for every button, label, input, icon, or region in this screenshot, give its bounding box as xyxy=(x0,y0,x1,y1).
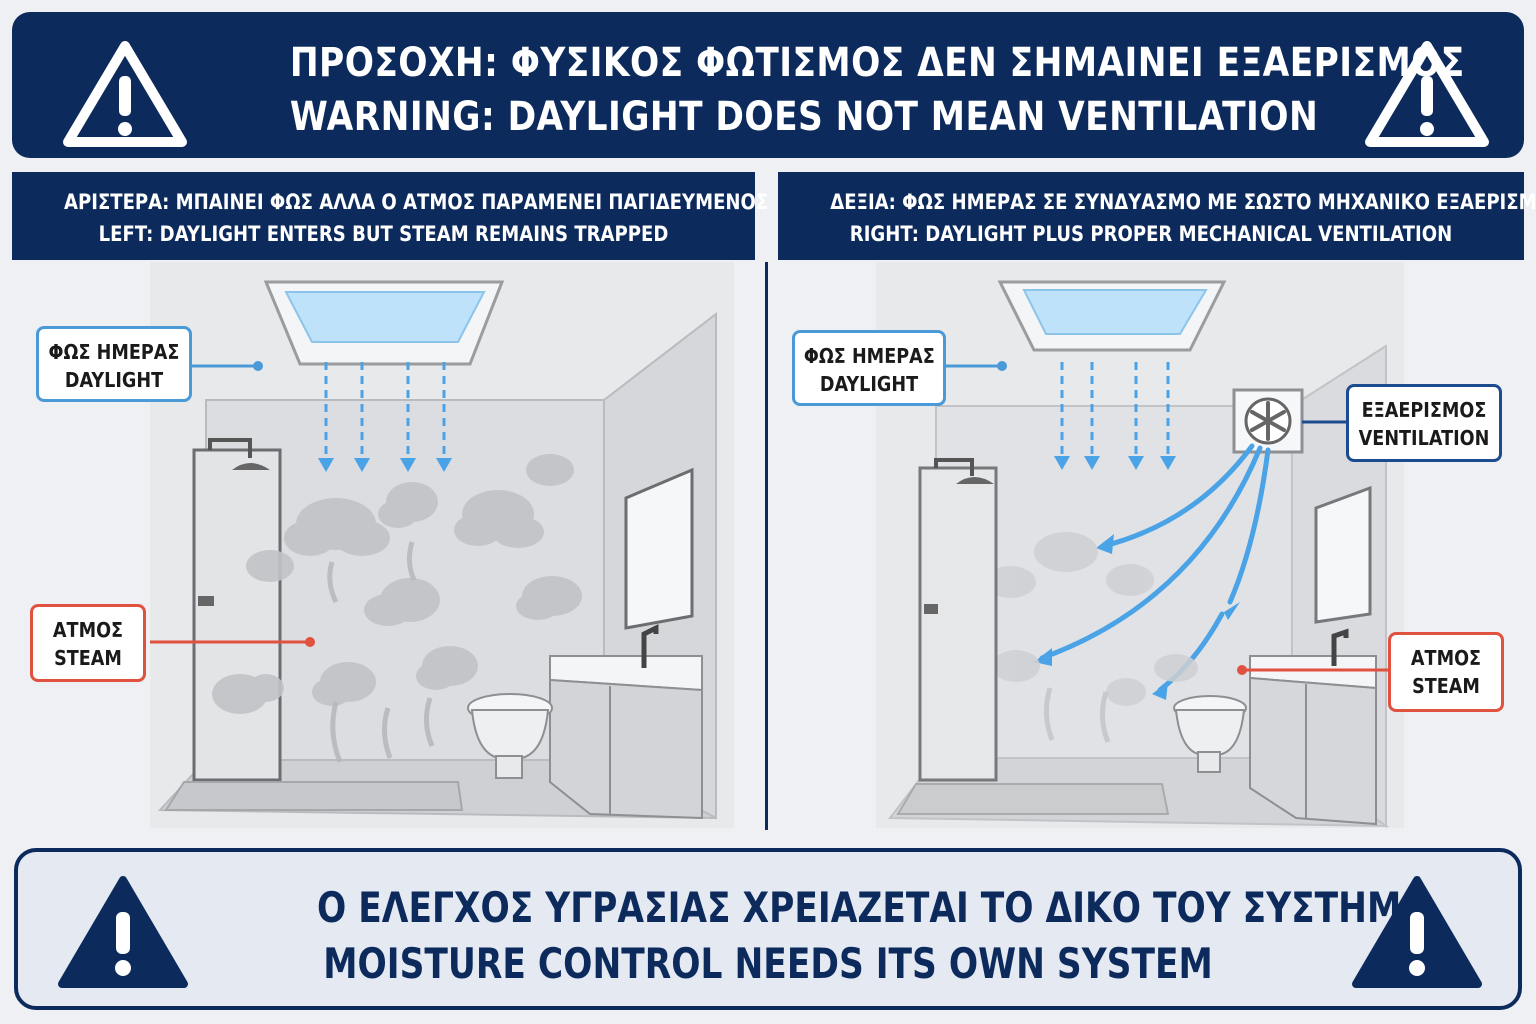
top-warning-banner: ΠΡΟΣΟΧΗ: ΦΥΣΙΚΟΣ ΦΩΤΙΣΜΟΣ ΔΕΝ ΣΗΜΑΙΝΕΙ Ε… xyxy=(12,12,1524,158)
bottom-title-greek: Ο ΕΛΕΓΧΟΣ ΥΓΡΑΣΙΑΣ ΧΡΕΙΑΖΕΤΑΙ ΤΟ ΔΙΚΟ ΤΟ… xyxy=(317,883,1428,932)
left-steam-greek: ΑΤΜΟΣ xyxy=(52,618,124,642)
right-daylight-greek: ΦΩΣ ΗΜΕΡΑΣ xyxy=(803,344,935,368)
top-title-greek: ΠΡΟΣΟΧΗ: ΦΥΣΙΚΟΣ ΦΩΤΙΣΜΟΣ ΔΕΝ ΣΗΜΑΙΝΕΙ Ε… xyxy=(289,40,1465,86)
right-heading-english: RIGHT: DAYLIGHT PLUS PROPER MECHANICAL V… xyxy=(849,222,1453,246)
top-title: ΠΡΟΣΟΧΗ: ΦΥΣΙΚΟΣ ΦΩΤΙΣΜΟΣ ΔΕΝ ΣΗΜΑΙΝΕΙ Ε… xyxy=(212,36,1465,144)
right-steam-greek: ΑΤΜΟΣ xyxy=(1410,646,1482,670)
left-bathroom-scene xyxy=(150,262,734,828)
left-daylight-greek: ΦΩΣ ΗΜΕΡΑΣ xyxy=(48,340,180,364)
exhaust-fan-icon xyxy=(1232,388,1304,454)
warning-triangle-icon xyxy=(1362,38,1492,152)
left-steam-english: STEAM xyxy=(54,646,122,670)
warning-triangle-icon xyxy=(58,874,188,990)
left-daylight-english: DAYLIGHT xyxy=(64,368,164,392)
panel-divider xyxy=(765,262,768,830)
right-steam-english: STEAM xyxy=(1412,674,1480,698)
right-daylight-callout: ΦΩΣ ΗΜΕΡΑΣ DAYLIGHT xyxy=(792,330,946,406)
top-title-english: WARNING: DAYLIGHT DOES NOT MEAN VENTILAT… xyxy=(289,94,1319,140)
left-daylight-callout: ΦΩΣ ΗΜΕΡΑΣ DAYLIGHT xyxy=(36,326,192,402)
right-heading-greek: ΔΕΞΙΑ: ΦΩΣ ΗΜΕΡΑΣ ΣΕ ΣΥΝΔΥΑΣΜΟ ΜΕ ΣΩΣΤΟ … xyxy=(830,190,1536,214)
left-heading-english: LEFT: DAYLIGHT ENTERS BUT STEAM REMAINS … xyxy=(98,222,669,246)
ventilation-callout: ΕΞΑΕΡΙΣΜΟΣ VENTILATION xyxy=(1346,384,1502,462)
bottom-title-english: MOISTURE CONTROL NEEDS ITS OWN SYSTEM xyxy=(323,939,1213,988)
ventilation-english: VENTILATION xyxy=(1358,426,1490,450)
ventilation-greek: ΕΞΑΕΡΙΣΜΟΣ xyxy=(1361,398,1487,422)
left-panel-heading: ΑΡΙΣΤΕΡΑ: ΜΠΑΙΝΕΙ ΦΩΣ ΑΛΛΑ Ο ΑΤΜΟΣ ΠΑΡΑΜ… xyxy=(12,172,769,260)
left-heading-greek: ΑΡΙΣΤΕΡΑ: ΜΠΑΙΝΕΙ ΦΩΣ ΑΛΛΑ Ο ΑΤΜΟΣ ΠΑΡΑΜ… xyxy=(64,190,769,214)
right-panel-heading: ΔΕΞΙΑ: ΦΩΣ ΗΜΕΡΑΣ ΣΕ ΣΥΝΔΥΑΣΜΟ ΜΕ ΣΩΣΤΟ … xyxy=(778,172,1536,260)
right-daylight-english: DAYLIGHT xyxy=(819,372,919,396)
warning-triangle-icon xyxy=(1352,874,1482,990)
left-steam-callout: ΑΤΜΟΣ STEAM xyxy=(30,604,146,682)
bottom-conclusion-banner: Ο ΕΛΕΓΧΟΣ ΥΓΡΑΣΙΑΣ ΧΡΕΙΑΖΕΤΑΙ ΤΟ ΔΙΚΟ ΤΟ… xyxy=(14,848,1522,1010)
right-steam-callout: ΑΤΜΟΣ STEAM xyxy=(1388,632,1504,712)
right-bathroom-scene xyxy=(876,262,1404,828)
warning-triangle-icon xyxy=(60,38,190,152)
bottom-title: Ο ΕΛΕΓΧΟΣ ΥΓΡΑΣΙΑΣ ΧΡΕΙΑΖΕΤΑΙ ΤΟ ΔΙΚΟ ΤΟ… xyxy=(218,880,1428,992)
